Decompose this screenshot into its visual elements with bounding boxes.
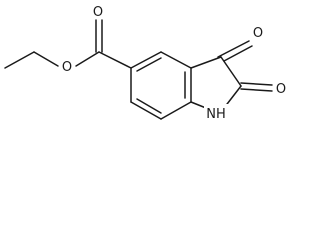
bond-ring-c5-c4	[130, 51, 162, 69]
bond-ring-inner-c5-c4	[136, 57, 162, 72]
isatin-ester-structure: O O O O NH	[4, 3, 288, 122]
bond-c2-o-double-1	[240, 82, 273, 86]
bond-ring-c4-c3a	[160, 51, 192, 69]
bond-o-carbonyl-c	[75, 51, 100, 67]
bond-ring-c7-c6	[130, 101, 162, 120]
bond-carbonyl-c-ring	[98, 51, 132, 69]
label-ester-oxygen-carbonyl: O	[93, 5, 103, 20]
mask-ester-oxygen-carbonyl	[91, 3, 105, 19]
bond-ethyl-ch3-ch2	[4, 51, 35, 69]
mask-ester-oxygen-ether	[59, 58, 73, 74]
bond-ring-c7a-c7	[160, 101, 192, 120]
bond-c3a-c3	[190, 56, 222, 69]
bond-c3-o-double-1	[217, 40, 250, 58]
label-ring-nitrogen: NH	[206, 107, 226, 122]
bond-c3-c2	[220, 56, 242, 87]
bond-ethyl-ch2-o	[33, 51, 59, 67]
label-ester-oxygen-ether: O	[62, 60, 72, 75]
mask-keto-oxygen-c2	[274, 80, 288, 96]
bond-ring-inner-c7-c6	[136, 98, 162, 114]
label-keto-oxygen-c3: O	[253, 26, 263, 41]
bond-c3-o-double-2	[223, 45, 253, 62]
mask-ring-nitrogen	[204, 104, 228, 122]
mask-keto-oxygen-c3	[251, 24, 265, 40]
bond-c2-o-double-2	[240, 88, 273, 92]
label-keto-oxygen-c2: O	[276, 82, 286, 97]
